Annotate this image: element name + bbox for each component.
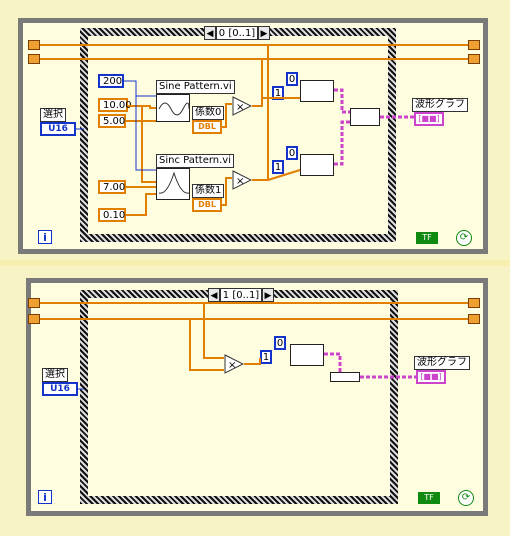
case-prev-button-bottom[interactable]: ◀ <box>208 288 220 302</box>
svg-text:×: × <box>228 360 236 371</box>
waveform-graph-top[interactable]: [■■] <box>414 112 444 126</box>
graph-label-top: 波形グラフ <box>412 98 468 112</box>
shift-register-left-2[interactable] <box>28 54 40 64</box>
shift-register-left-2-bottom[interactable] <box>28 314 40 324</box>
case-next-button[interactable]: ▶ <box>258 26 270 40</box>
multiply-node-2[interactable]: × <box>232 170 252 190</box>
select-label-top: 選択 <box>40 108 66 122</box>
waveform-graph-bottom[interactable]: [■■] <box>416 370 446 384</box>
shift-register-right-1-bottom[interactable] <box>468 298 480 308</box>
shift-register-right-1[interactable] <box>468 40 480 50</box>
multiply-node-1[interactable]: × <box>232 96 252 116</box>
index-const-0-top[interactable]: 0 <box>286 72 298 86</box>
multiply-node-bottom[interactable]: × <box>224 354 244 374</box>
case-structure-bottom <box>80 290 398 504</box>
sinc-pattern-vi[interactable] <box>156 168 190 200</box>
shift-register-left-1[interactable] <box>28 40 40 50</box>
shift-register-left-1-bottom[interactable] <box>28 298 40 308</box>
select-control-top[interactable]: U16 <box>40 122 76 136</box>
build-array-node-bottom[interactable] <box>330 372 360 382</box>
sinc-pattern-label: Sinc Pattern.vi <box>156 154 234 168</box>
case-selector[interactable]: 0 [0..1] <box>216 26 258 40</box>
index-const-0-bottom[interactable]: 0 <box>286 146 298 160</box>
tf-constant-top[interactable]: TF <box>416 232 438 244</box>
sinc-a-constant[interactable]: 7.00 <box>98 180 126 194</box>
case-prev-button[interactable]: ◀ <box>204 26 216 40</box>
select-control-bottom[interactable]: U16 <box>42 382 78 396</box>
shift-register-right-2-bottom[interactable] <box>468 314 480 324</box>
bundle-node-bottom[interactable] <box>290 344 324 366</box>
case-structure-top <box>80 28 396 242</box>
svg-text:×: × <box>236 102 244 113</box>
case-selector-bottom[interactable]: 1 [0..1] <box>220 288 262 302</box>
tf-constant-bottom[interactable]: TF <box>418 492 440 504</box>
coef1-label: 係数1 <box>192 184 225 198</box>
loop-condition-icon-top[interactable]: ⟳ <box>456 230 472 246</box>
iteration-icon-top: i <box>38 230 52 244</box>
case-next-button-bottom[interactable]: ▶ <box>262 288 274 302</box>
svg-text:×: × <box>236 176 244 187</box>
coef0-control[interactable]: DBL <box>192 120 222 134</box>
bundle-node-1[interactable] <box>300 80 334 102</box>
index-const-1-top[interactable]: 1 <box>272 86 284 100</box>
sine-pattern-vi[interactable] <box>156 94 190 122</box>
sine-pattern-label: Sine Pattern.vi <box>156 80 235 94</box>
coef1-control[interactable]: DBL <box>192 198 222 212</box>
index-const-0-bottom-frame[interactable]: 0 <box>274 336 286 350</box>
shift-register-right-2[interactable] <box>468 54 480 64</box>
bundle-node-2[interactable] <box>300 154 334 176</box>
loop-condition-icon-bottom[interactable]: ⟳ <box>458 490 474 506</box>
iteration-icon-bottom: i <box>38 490 52 504</box>
build-array-node[interactable] <box>350 108 380 126</box>
coef0-label: 係数0 <box>192 106 225 120</box>
graph-label-bottom: 波形グラフ <box>414 356 470 370</box>
select-label-bottom: 選択 <box>42 368 68 382</box>
cycles-constant[interactable]: 5.00 <box>98 114 126 128</box>
sinc-b-constant[interactable]: 0.10 <box>98 208 126 222</box>
samples-constant[interactable]: 200 <box>98 74 124 88</box>
amplitude-constant[interactable]: 10.00 <box>98 98 132 112</box>
index-const-1-bottom-frame[interactable]: 1 <box>260 350 272 364</box>
index-const-1-bottom[interactable]: 1 <box>272 160 284 174</box>
